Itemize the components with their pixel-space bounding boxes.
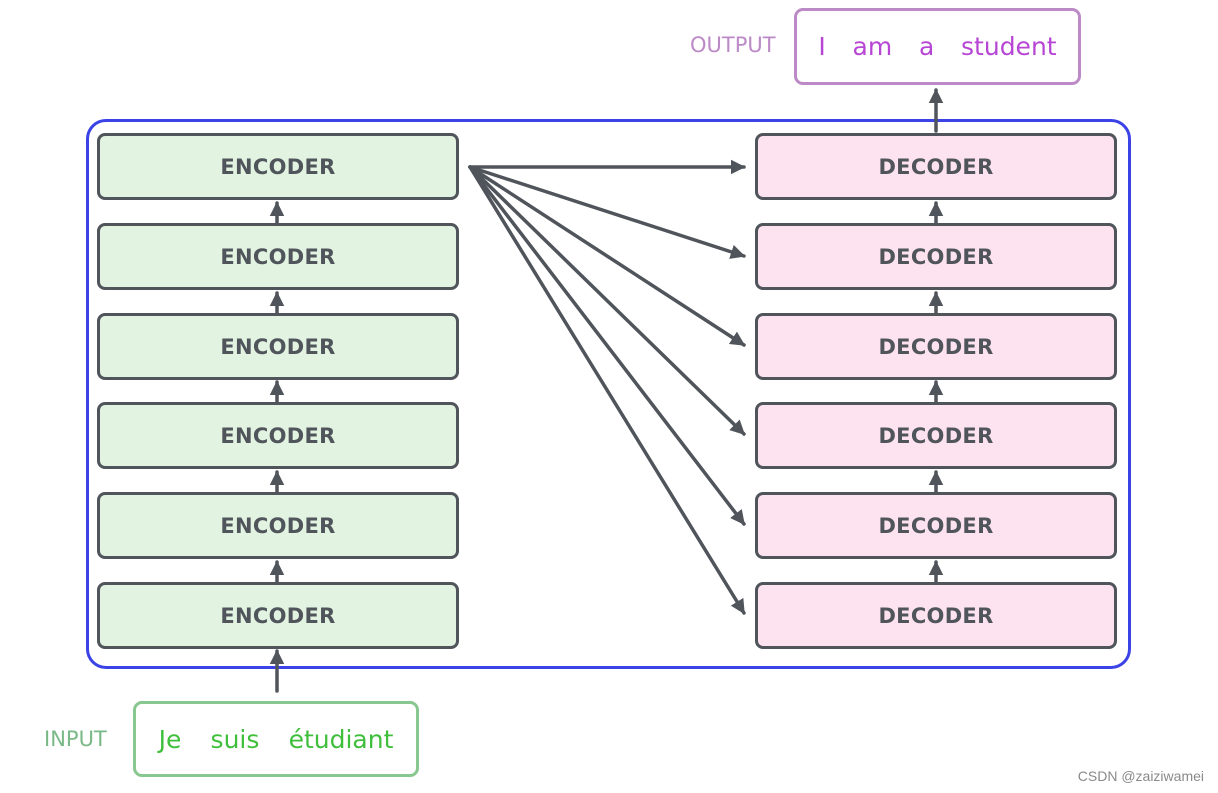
- decoder-label: DECODER: [878, 423, 994, 448]
- input-token: étudiant: [288, 724, 394, 754]
- decoder-label: DECODER: [878, 334, 994, 359]
- decoder-label: DECODER: [878, 154, 994, 179]
- output-token: am: [852, 32, 893, 61]
- encoder-label: ENCODER: [220, 154, 336, 179]
- encoder-to-decoder-arrow: [468, 165, 746, 347]
- decoder-block-5: DECODER: [755, 223, 1117, 290]
- output-sequence-box: I am a student: [794, 8, 1081, 85]
- input-token: Je: [158, 724, 182, 754]
- encoder-to-decoder-arrow: [468, 165, 746, 259]
- output-token: student: [961, 32, 1057, 61]
- watermark: CSDN @zaiziwamei: [1077, 768, 1204, 784]
- encoder-block-6: ENCODER: [97, 133, 459, 200]
- encoder-to-decoder-arrow: [468, 165, 746, 526]
- encoder-label: ENCODER: [220, 244, 336, 269]
- input-label: INPUT: [44, 727, 107, 751]
- encoder-label: ENCODER: [220, 423, 336, 448]
- encoder-block-5: ENCODER: [97, 223, 459, 290]
- encoder-label: ENCODER: [220, 334, 336, 359]
- encoder-block-1: ENCODER: [97, 582, 459, 649]
- encoder-block-3: ENCODER: [97, 402, 459, 469]
- encoder-block-4: ENCODER: [97, 313, 459, 380]
- decoder-block-6: DECODER: [755, 133, 1117, 200]
- encoder-decoder-stack-frame: [86, 119, 1131, 669]
- encoder-label: ENCODER: [220, 513, 336, 538]
- decoder-label: DECODER: [878, 244, 994, 269]
- decoder-block-3: DECODER: [755, 402, 1117, 469]
- input-token: suis: [210, 724, 260, 754]
- decoder-label: DECODER: [878, 513, 994, 538]
- encoder-to-decoder-arrow: [468, 165, 746, 615]
- encoder-to-decoder-arrow: [468, 165, 746, 436]
- encoder-label: ENCODER: [220, 603, 336, 628]
- output-token: a: [918, 32, 935, 61]
- decoder-label: DECODER: [878, 603, 994, 628]
- input-sequence-box: Je suis étudiant: [133, 701, 419, 777]
- output-label: OUTPUT: [690, 33, 776, 57]
- decoder-block-1: DECODER: [755, 582, 1117, 649]
- output-token: I: [818, 32, 826, 61]
- encoder-block-2: ENCODER: [97, 492, 459, 559]
